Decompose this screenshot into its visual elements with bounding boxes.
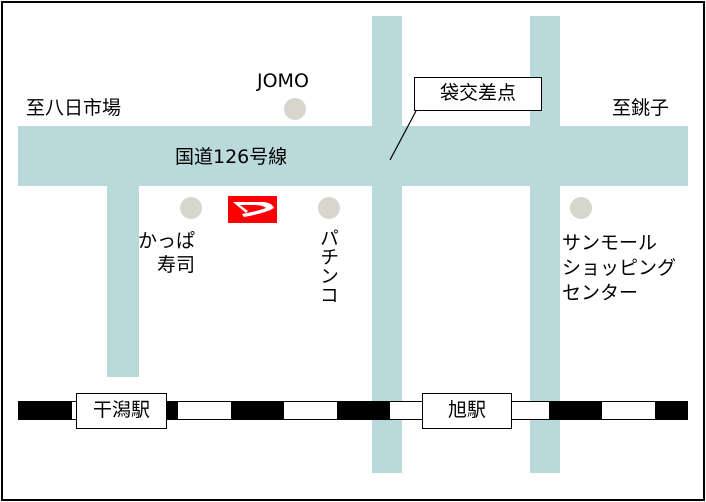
station-asahi: 旭駅 xyxy=(422,393,512,429)
east-direction-label: 至銚子 xyxy=(612,97,670,119)
sunmall-label-1: サンモール xyxy=(562,232,658,254)
jomo-landmark-icon xyxy=(284,98,306,120)
daihatsu-logo-icon xyxy=(228,196,277,223)
callout-leader-line xyxy=(389,110,417,161)
intersection-callout: 袋交差点 xyxy=(414,77,542,111)
highway-label: 国道126号線 xyxy=(175,146,288,168)
sunmall-label-2: ショッピング xyxy=(562,257,677,279)
road-west-vertical xyxy=(107,186,139,377)
jomo-label: JOMO xyxy=(257,70,309,92)
pachinko-label: パチンコ xyxy=(317,228,339,304)
kappa-sushi-label-1: かっぱ xyxy=(138,230,196,252)
pachinko-landmark-icon xyxy=(318,197,340,219)
kappa-sushi-label-2: 寿司 xyxy=(157,254,196,276)
kappa-sushi-landmark-icon xyxy=(180,197,202,219)
sunmall-landmark-icon xyxy=(570,197,592,219)
road-center-vertical xyxy=(372,16,402,473)
west-direction-label: 至八日市場 xyxy=(26,97,122,119)
road-national-126 xyxy=(18,126,688,186)
sunmall-label-3: センター xyxy=(562,282,639,304)
station-higata: 干潟駅 xyxy=(76,393,167,429)
